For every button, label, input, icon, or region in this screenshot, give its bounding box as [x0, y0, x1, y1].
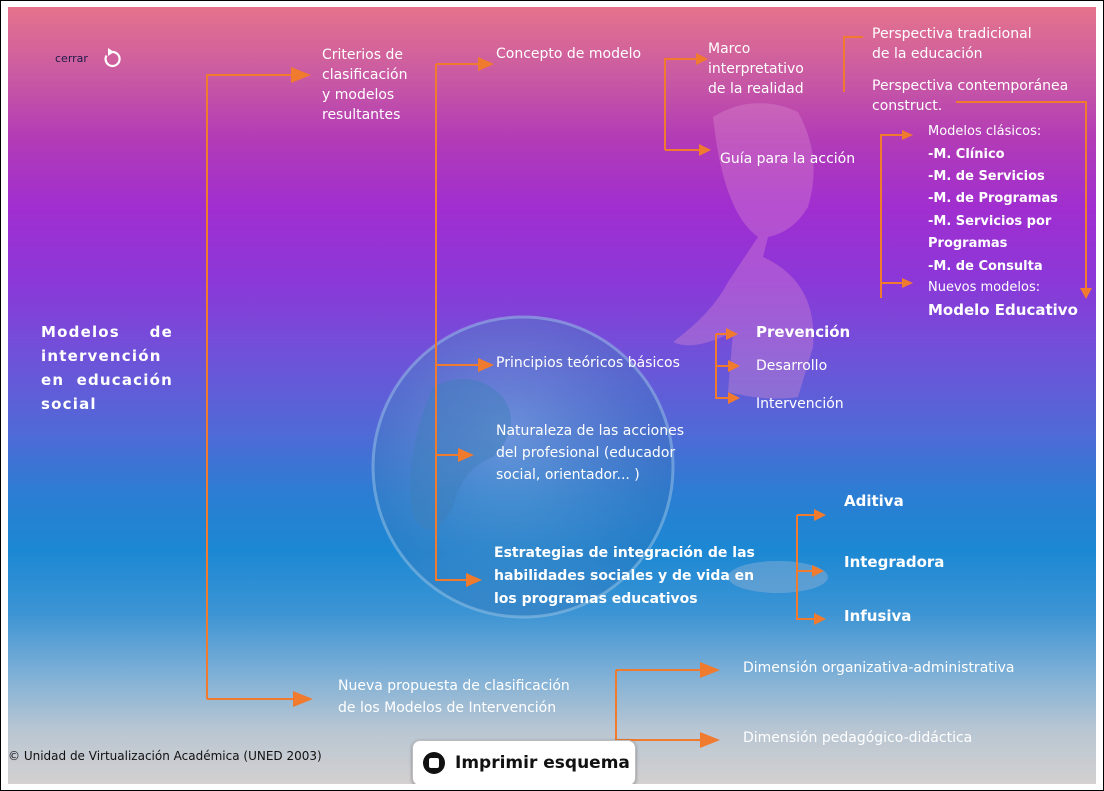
node-infusiva: Infusiva [844, 607, 912, 625]
arrowhead [814, 509, 826, 521]
node-perspectiva-tradicional: Perspectiva tradicional de la educación [872, 26, 1032, 62]
arrowhead [902, 278, 913, 288]
connector-lines [206, 36, 1092, 748]
node-integradora: Integradora [844, 553, 945, 571]
arrowhead [728, 360, 740, 372]
node-modelos-clasicos: Modelos clásicos: [928, 124, 1042, 139]
stop-icon [423, 752, 445, 774]
globe-shape [371, 315, 675, 619]
arrowhead [466, 573, 482, 587]
diagram-title: Modelos de intervención en educación soc… [41, 323, 173, 413]
close-link[interactable]: cerrar [55, 52, 88, 65]
node-criterios: Criterios de clasificación y modelos res… [322, 47, 408, 123]
copyright-text: © Unidad de Virtualización Académica (UN… [8, 749, 322, 763]
book-shape [728, 561, 828, 593]
node-intervencion: Intervención [756, 396, 844, 412]
node-perspectiva-contemporanea: Perspectiva contemporánea construct. [872, 78, 1069, 114]
node-marco-interpretativo: Marco interpretativo de la realidad [708, 41, 804, 97]
node-aditiva: Aditiva [844, 492, 904, 510]
node-m-programas: -M. de Programas [928, 191, 1058, 206]
arrowhead [478, 57, 494, 71]
node-concepto-modelo: Concepto de modelo [496, 46, 642, 62]
arrowhead [700, 662, 720, 678]
node-estrategias-integracion: Estrategias de integración de las habili… [494, 545, 755, 607]
arrowhead [728, 392, 740, 404]
node-nueva-propuesta: Nueva propuesta de clasificación de los … [338, 678, 570, 716]
node-m-servicios: -M. de Servicios [928, 169, 1045, 184]
arrowhead [812, 565, 824, 577]
node-m-clinico: -M. Clínico [928, 147, 1005, 162]
node-modelo-educativo: Modelo Educativo [928, 301, 1078, 319]
node-dimension-pedagogica: Dimensión pedagógico-didáctica [743, 730, 973, 746]
node-m-consulta: -M. de Consulta [928, 259, 1043, 274]
person-shape [673, 103, 814, 399]
arrowhead [1080, 288, 1092, 299]
connectors [206, 36, 1087, 741]
arrowhead [478, 358, 494, 372]
node-m-servicios-programas: -M. Servicios por Programas [928, 214, 1052, 251]
node-guia-accion: Guía para la acción [720, 151, 856, 167]
print-button-label: Imprimir esquema [455, 753, 630, 773]
arrowhead [458, 448, 474, 462]
arrowhead [293, 691, 313, 707]
connector-arrowheads [291, 53, 1092, 748]
print-button[interactable]: Imprimir esquema [412, 740, 636, 784]
arrowhead [696, 53, 708, 65]
diagram-stage: cerrar Modelos de intervención en educac… [8, 7, 1096, 784]
node-prevencion: Prevención [756, 323, 851, 341]
arrowhead [700, 732, 720, 748]
node-naturaleza-acciones: Naturaleza de las acciones del profesion… [496, 423, 685, 483]
arrowhead [902, 130, 913, 140]
arrowhead [699, 144, 711, 156]
node-dimension-organizativa: Dimensión organizativa-administrativa [743, 660, 1015, 676]
refresh-icon[interactable] [100, 47, 124, 71]
arrowhead [726, 328, 738, 340]
node-desarrollo: Desarrollo [756, 358, 828, 374]
node-nuevos-modelos: Nuevos modelos: [928, 280, 1041, 295]
arrowhead [291, 67, 311, 83]
arrowhead [814, 613, 826, 625]
node-principios-teoricos: Principios teóricos básicos [496, 355, 680, 371]
